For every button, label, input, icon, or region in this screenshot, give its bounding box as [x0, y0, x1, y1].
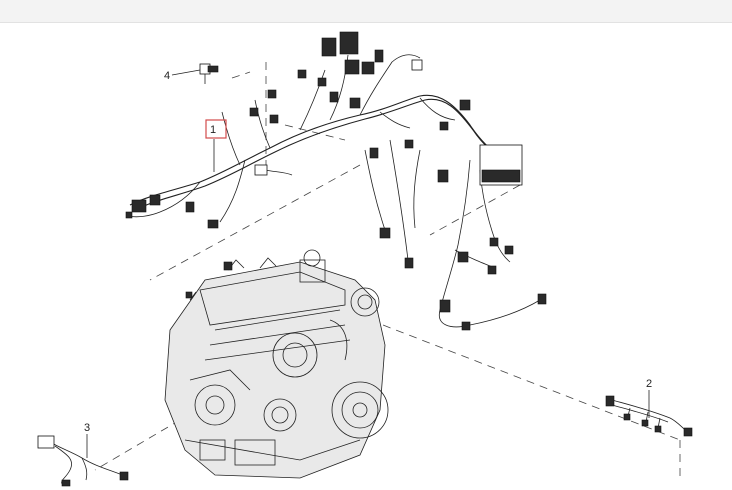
- exploded-parts-diagram: 1 2 3 4: [37, 31, 693, 487]
- engine-assembly[interactable]: [164, 249, 389, 479]
- callout-4-label: 4: [164, 70, 170, 82]
- sub-harness-part-2[interactable]: [605, 395, 693, 437]
- top-toolbar: [0, 0, 732, 23]
- callout-3[interactable]: 3: [84, 422, 90, 458]
- sub-harness-part-3[interactable]: [37, 435, 129, 487]
- callout-3-label: 3: [84, 422, 90, 434]
- callout-2-label: 2: [646, 378, 652, 390]
- sensor-part[interactable]: [199, 63, 219, 84]
- callout-1-highlight-box: [205, 119, 227, 139]
- callout-1[interactable]: 1: [205, 119, 227, 172]
- callout-2[interactable]: 2: [646, 378, 652, 418]
- harness-connectors: [125, 31, 547, 331]
- callout-4[interactable]: 4: [164, 69, 201, 82]
- callout-1-label: 1: [210, 124, 216, 136]
